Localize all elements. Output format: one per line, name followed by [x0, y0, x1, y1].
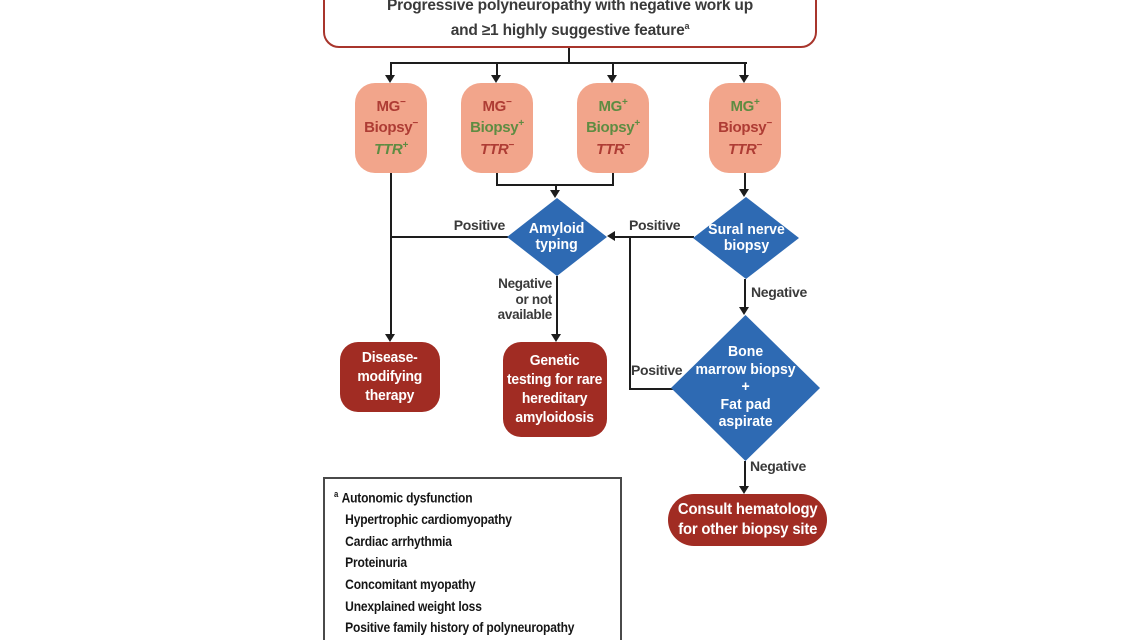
footnote-item: Positive family history of polyneuropath…: [345, 619, 575, 636]
arrowhead-into-amyloid: [607, 231, 615, 241]
footnote-marker: a: [334, 489, 339, 499]
outcome-disease-modifying-therapy: Disease- modifying therapy: [340, 342, 440, 412]
biopsy-status: Biopsy+: [586, 118, 640, 137]
connector-branch-line: [390, 62, 747, 64]
connector-sural-positive: [615, 236, 694, 238]
connector-card3-stub: [612, 173, 614, 186]
mg-status: MG−: [376, 96, 406, 115]
connector-branch-3: [612, 62, 614, 76]
arrowhead-disease-modifying: [385, 334, 395, 342]
decision-bone-marrow-fat-pad-label: Bone marrow biopsy + Fat pad aspirate: [695, 344, 796, 431]
decision-bone-marrow-fat-pad: Bone marrow biopsy + Fat pad aspirate: [671, 315, 820, 461]
edge-label-amyloid-positive: Positive: [453, 217, 506, 233]
connector-sural-negative: [744, 279, 746, 309]
arrowhead-genetic-testing: [551, 334, 561, 342]
footnote-item: Proteinuria: [345, 554, 407, 571]
edge-label-amyloid-negative: Negative or not available: [497, 276, 553, 322]
arrowhead-sural-biopsy: [739, 189, 749, 197]
footnote-item: Unexplained weight loss: [345, 597, 482, 614]
edge-label-sural-positive: Positive: [629, 217, 681, 233]
biopsy-status: Biopsy−: [364, 118, 418, 137]
footnote-item: Concomitant myopathy: [345, 576, 476, 593]
start-node-line1: Progressive polyneuropathy with negative…: [387, 0, 753, 14]
footnote-marker-ref: a: [684, 20, 690, 31]
connector-branch-4: [744, 62, 746, 76]
mg-status: MG−: [482, 96, 512, 115]
connector-bm-negative: [744, 461, 746, 487]
decision-amyloid-typing-label: Amyloid typing: [529, 220, 585, 254]
ttr-status: TTR+: [374, 139, 408, 158]
connector-card1-down: [390, 173, 392, 335]
connector-start-stub: [568, 48, 570, 64]
ttr-status: TTR−: [596, 139, 630, 158]
outcome-genetic-testing: Genetic testing for rare hereditary amyl…: [503, 342, 607, 437]
patient-group-card-3: MG+ Biopsy+ TTR−: [577, 83, 649, 173]
decision-sural-nerve-biopsy-label: Sural nerve biopsy: [707, 221, 785, 255]
connector-branch-1: [390, 62, 392, 76]
connector-card4-down: [744, 173, 746, 191]
footnote-item: Hypertrophic cardiomyopathy: [345, 511, 512, 528]
patient-group-card-4: MG+ Biopsy− TTR−: [709, 83, 781, 173]
connector-branch-2: [496, 62, 498, 76]
decision-amyloid-typing: Amyloid typing: [507, 198, 607, 276]
footnote-item: Cardiac arrhythmia: [345, 532, 452, 549]
edge-label-bone-marrow-negative: Negative: [750, 458, 806, 474]
connector-amyloid-negative: [556, 276, 558, 335]
biopsy-status: Biopsy+: [470, 118, 524, 137]
start-node-line2: and ≥1 highly suggestive featurea: [450, 20, 690, 39]
ttr-status: TTR−: [480, 139, 514, 158]
connector-bm-positive: [629, 388, 673, 390]
arrowhead-card-1: [385, 75, 395, 83]
edge-label-bone-marrow-positive: Positive: [631, 362, 683, 378]
ttr-status: TTR−: [728, 139, 762, 158]
patient-group-card-1: MG− Biopsy− TTR+: [355, 83, 427, 173]
arrowhead-card-4: [739, 75, 749, 83]
mg-status: MG+: [598, 96, 628, 115]
patient-group-card-2: MG− Biopsy+ TTR−: [461, 83, 533, 173]
start-node: Progressive polyneuropathy with negative…: [323, 0, 817, 48]
arrowhead-card-3: [607, 75, 617, 83]
arrowhead-card-2: [491, 75, 501, 83]
outcome-consult-hematology: Consult hematology for other biopsy site: [668, 494, 827, 546]
arrowhead-consult-hematology: [739, 486, 749, 494]
connector-bm-positive-up: [629, 236, 631, 390]
decision-sural-nerve-biopsy: Sural nerve biopsy: [693, 197, 799, 279]
arrowhead-bone-marrow: [739, 307, 749, 315]
biopsy-status: Biopsy−: [718, 118, 772, 137]
connector-merge-down: [555, 184, 557, 192]
mg-status: MG+: [730, 96, 760, 115]
edge-label-sural-negative: Negative: [751, 284, 807, 300]
arrowhead-amyloid-typing: [550, 190, 560, 198]
connector-amyloid-positive: [391, 236, 508, 238]
connector-card2-stub: [496, 173, 498, 186]
